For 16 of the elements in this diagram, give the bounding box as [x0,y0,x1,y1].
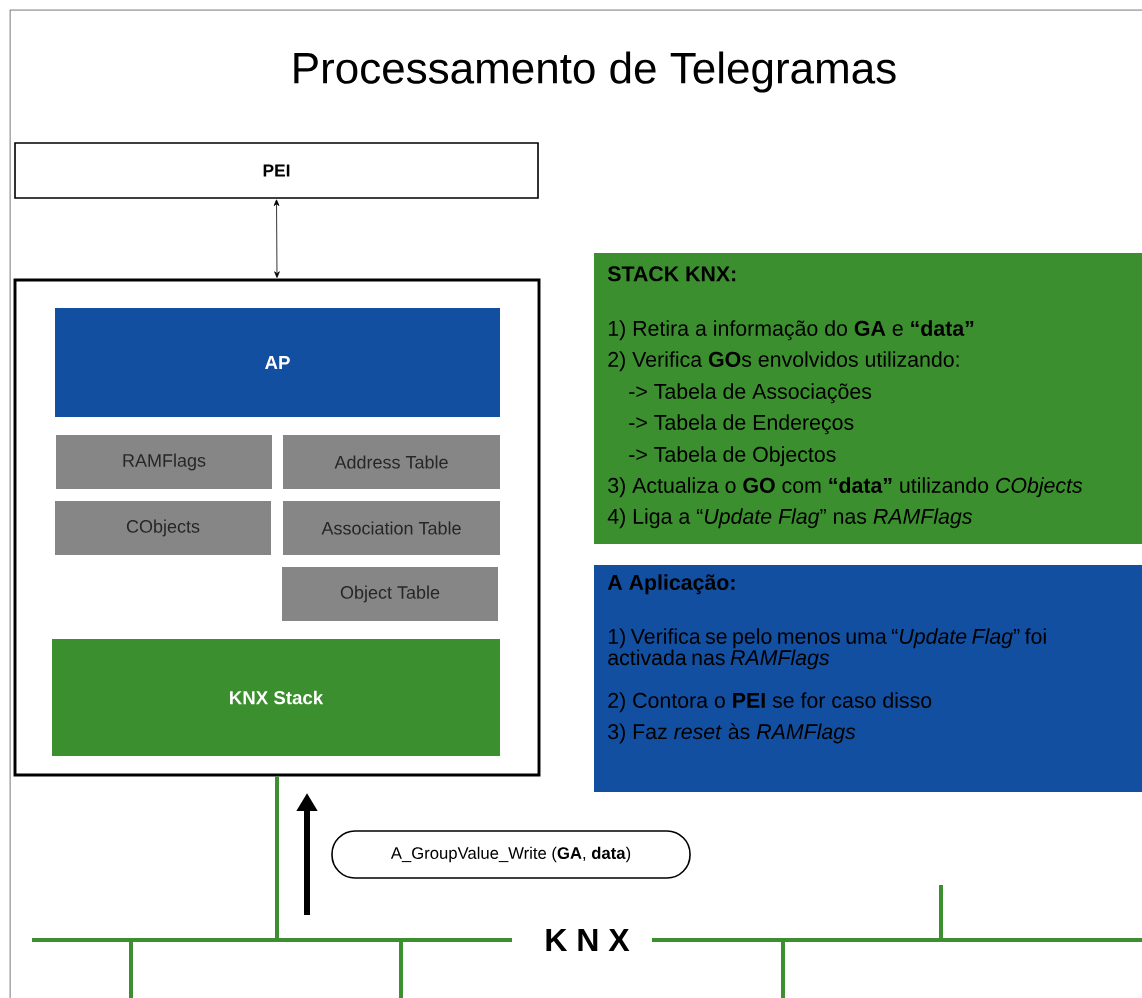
connector [275,776,279,940]
title: Processamento de Telegramas [294,51,896,93]
bus-line: K N X [30,883,1142,998]
layer-box: KNX Stack [52,639,500,756]
layer-box: AP [55,308,500,417]
table-box: Address Table [283,435,500,489]
connector [273,199,280,278]
device-box [13,278,541,777]
telegram-label: A_GroupValue_Write (GA, data) [331,830,691,879]
text-panel: STACK KNX: 1) Retira a informação do GA e “data” 2) Verifica GOs envolvidos utilizando: -> Tabela de Associações -> Tabela de Endereços -> Tabela de Objectos 3) Actualiza o GO com “data” utilizando CObjects 4) Liga a “Update Flag” nas RAMFlags [594,253,1142,544]
table-box: Association Table [283,501,500,555]
module-box: PEI [14,142,539,199]
table-box: Object Table [282,567,498,621]
table-box: RAMFlags [56,435,272,489]
text-panel: A Aplicação: 1) Verifica se pelo menos uma “Update Flag” foi activada nas RAMFlags 2) Contora o PEI se for caso disso 3) Faz reset às RAMFlags [594,565,1142,792]
table-box: CObjects [55,501,271,555]
